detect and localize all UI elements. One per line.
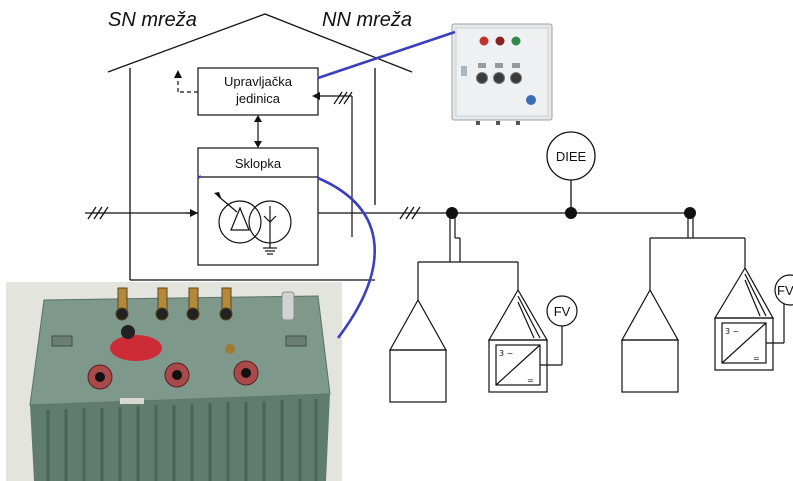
red-seal [110, 335, 162, 361]
transformer-body [30, 394, 330, 481]
indicator-green [511, 36, 521, 46]
switch-to-transformer-link [317, 176, 376, 339]
control-output-dashed-arrow [174, 70, 198, 93]
indicator-red-2 [495, 36, 505, 46]
control-switch-arrow [254, 115, 262, 148]
inverter-1-phase: 3 ~ [499, 349, 513, 358]
prosumer-1-roof [487, 288, 549, 341]
delta-symbol [230, 206, 250, 231]
transformer-symbol [214, 192, 292, 255]
pv-1-circle [546, 295, 578, 327]
transformer-image [6, 282, 342, 481]
substation-building [107, 13, 413, 281]
control-to-cabinet-link [317, 30, 456, 80]
prosumer-1-house [488, 339, 548, 393]
tap-changers [87, 360, 259, 390]
prosumer-2-roof [713, 266, 775, 319]
building-roof [107, 13, 413, 73]
bus-node-1 [446, 207, 458, 219]
cabinet-logo-icon [526, 95, 536, 105]
control-cabinet-image [451, 23, 553, 125]
bushings [115, 287, 233, 321]
pv-1-label: FV [554, 304, 571, 319]
busbar-arrow-head [190, 209, 198, 217]
diee-circle [546, 131, 596, 181]
feeder-1 [388, 213, 578, 403]
switch-knob-1 [476, 72, 488, 84]
bus-node-3 [684, 207, 696, 219]
switch-left-link-stub [197, 175, 202, 179]
feeder-2 [620, 213, 793, 393]
sn-network-title: SN mreža [108, 9, 197, 31]
nn-network-title: NN mreža [322, 9, 412, 31]
consumer-1-roof [388, 298, 448, 351]
diee-label: DIEE [556, 149, 587, 164]
switch-transformer-box [197, 147, 319, 266]
pv-2-label: FV [777, 283, 793, 298]
inverter-2-phase: 3 ~ [725, 327, 739, 336]
consumer-2-house [621, 339, 679, 393]
pv-2-circle [774, 274, 793, 306]
consumer-2-roof [620, 288, 680, 341]
pressure-valve [281, 291, 295, 321]
main-busbar [85, 206, 690, 220]
switch-knob-3 [510, 72, 522, 84]
prosumer-2-house [714, 317, 774, 371]
inverter-1-dc: = [527, 376, 534, 385]
control-unit-label-line1: Upravljačka [224, 74, 293, 89]
indicator-red-1 [479, 36, 489, 46]
control-unit-label-line2: jedinica [235, 91, 281, 106]
control-unit-box [197, 67, 319, 116]
consumer-1-house [389, 349, 447, 403]
inverter-2-dc: = [753, 354, 760, 363]
switch-label: Sklopka [235, 156, 282, 171]
switch-knob-2 [493, 72, 505, 84]
